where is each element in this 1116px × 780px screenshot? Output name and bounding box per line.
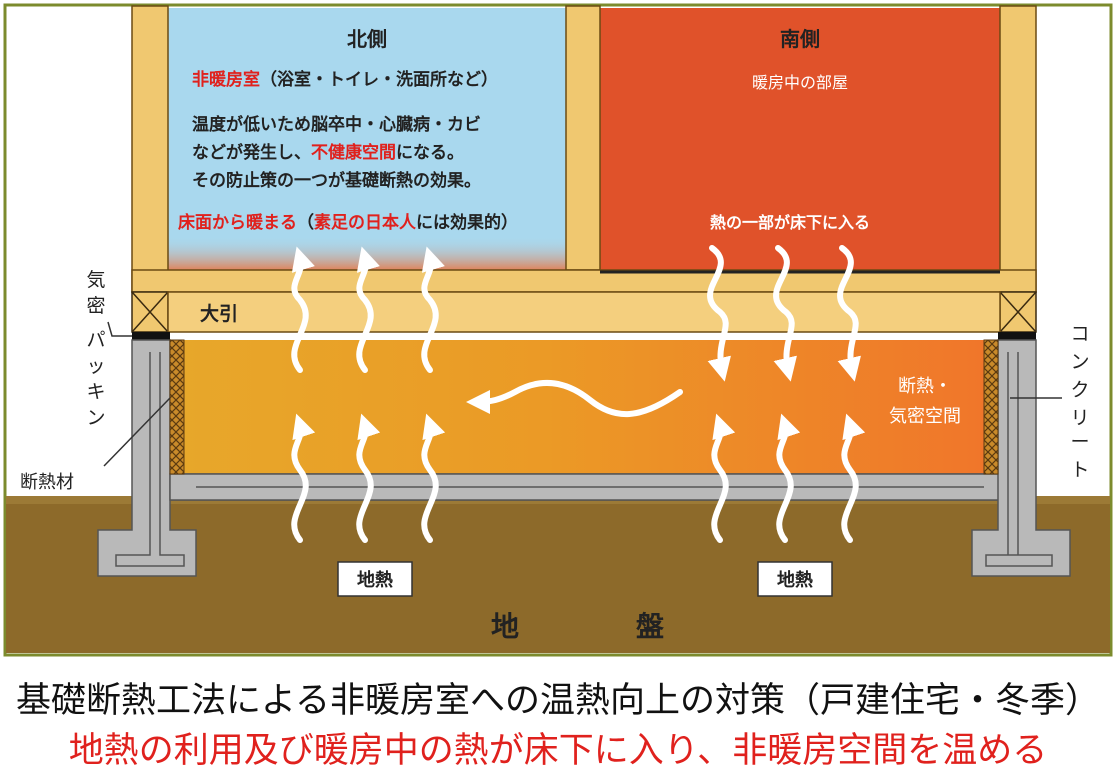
geothermal-label-left: 地熱 xyxy=(357,569,393,591)
airtight-packing-label: 気 密 パ ッ キ ン xyxy=(86,269,105,429)
concrete-char-0: コ xyxy=(1070,323,1089,345)
concrete-char-4: ー xyxy=(1070,431,1089,453)
right-post xyxy=(999,5,1037,293)
middle-post xyxy=(565,5,601,271)
airtight-packing-left xyxy=(132,332,170,340)
insulation-right xyxy=(983,339,999,475)
north-bottom-line: 床面から暖まる（素足の日本人には効果的） xyxy=(178,212,518,233)
south-title: 南側 xyxy=(780,27,820,51)
geothermal-label-right: 地熱 xyxy=(777,569,813,591)
north-line-1: 温度が低いため脳卒中・心臓病・カビ xyxy=(192,114,481,135)
ground-label-char-2: 盤 xyxy=(636,610,665,643)
north-line-2-red: 不健康空間 xyxy=(311,142,396,163)
crawl-space xyxy=(184,340,984,474)
north-room-paren: （浴室・トイレ・洗面所など） xyxy=(260,69,498,90)
north-room-label: 非暖房室 xyxy=(192,69,260,90)
airtight-char-5: ン xyxy=(86,407,105,429)
insulated-space-line-2: 気密空間 xyxy=(889,406,961,427)
geothermal-box-left xyxy=(337,561,413,597)
left-post xyxy=(131,5,169,293)
airtight-char-4: キ xyxy=(86,381,105,403)
airtight-char-2: パ xyxy=(86,329,105,351)
concrete-char-5: ト xyxy=(1070,459,1089,481)
north-line-2-post: になる。 xyxy=(396,143,464,163)
north-bottom-post: には効果的） xyxy=(416,212,518,233)
south-room-label: 暖房中の部屋 xyxy=(752,73,848,92)
geothermal-box-right xyxy=(757,561,833,597)
airtight-char-3: ッ xyxy=(86,355,105,377)
heat-arrows xyxy=(291,245,866,543)
foundation-insulation-diagram: 北側 南側 非暖房室（浴室・トイレ・洗面所など） 温度が低いため脳卒中・心臓病・… xyxy=(3,3,1113,657)
concrete-label: コ ン ク リ ー ト xyxy=(1070,323,1089,481)
concrete-char-1: ン xyxy=(1070,351,1089,373)
north-room-heading: 非暖房室（浴室・トイレ・洗面所など） xyxy=(192,69,498,90)
north-bottom-paren-open: （ xyxy=(297,212,314,233)
north-bottom-red2: 素足の日本人 xyxy=(314,212,417,233)
concrete-foundation-right xyxy=(971,339,1071,577)
north-line-3: その防止策の一つが基礎断熱の効果。 xyxy=(192,170,481,191)
ground-label-char-1: 地 xyxy=(491,610,519,643)
beam-oobiki xyxy=(167,291,1001,333)
north-room xyxy=(168,8,566,270)
leader-airtight xyxy=(107,321,132,337)
leader-insulation xyxy=(103,397,171,467)
insulation-material-label: 断熱材 xyxy=(20,472,74,493)
beam-label: 大引 xyxy=(200,302,238,325)
airtight-char-0: 気 xyxy=(86,269,105,291)
north-line-2: などが発生し、不健康空間になる。 xyxy=(192,142,464,163)
concrete-char-3: リ xyxy=(1070,407,1089,429)
insulated-space-line-1: 断熱・ xyxy=(898,376,952,397)
caption-subtitle: 地熱の利用及び暖房中の熱が床下に入り、非暖房空間を温める xyxy=(68,731,1048,771)
airtight-packing-right xyxy=(998,332,1036,340)
south-room xyxy=(600,8,1000,270)
north-line-2-pre: などが発生し、 xyxy=(192,142,311,163)
south-heat-label: 熱の一部が床下に入る xyxy=(710,213,870,232)
airtight-char-1: 密 xyxy=(86,295,105,317)
concrete-char-2: ク xyxy=(1070,379,1089,401)
caption-title: 基礎断熱工法による非暖房室への温熱向上の対策（戸建住宅・冬季） xyxy=(16,681,1100,721)
north-bottom-red: 床面から暖まる xyxy=(178,212,297,233)
insulation-left xyxy=(169,339,185,475)
north-title: 北側 xyxy=(347,27,387,51)
